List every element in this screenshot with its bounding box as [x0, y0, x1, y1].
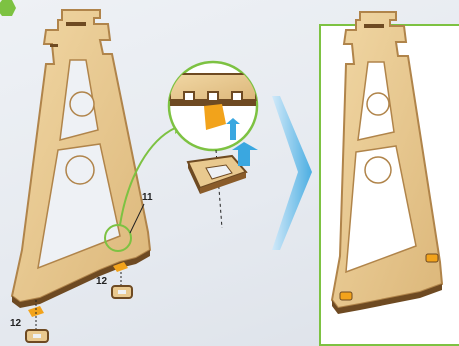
part-label-12-right: 12 [96, 276, 107, 287]
zoom-detail [169, 62, 257, 150]
part-label-12-left: 12 [10, 318, 21, 329]
clip-part-left [26, 300, 48, 342]
clip-part-right [112, 262, 132, 298]
part-label-11: 11 [142, 192, 153, 203]
foot-piece-detail [188, 142, 258, 228]
assembled-frame [332, 12, 442, 314]
left-frame-part [12, 10, 150, 308]
green-hexagon-icon [0, 0, 16, 16]
blue-chevron-icon [272, 96, 312, 250]
